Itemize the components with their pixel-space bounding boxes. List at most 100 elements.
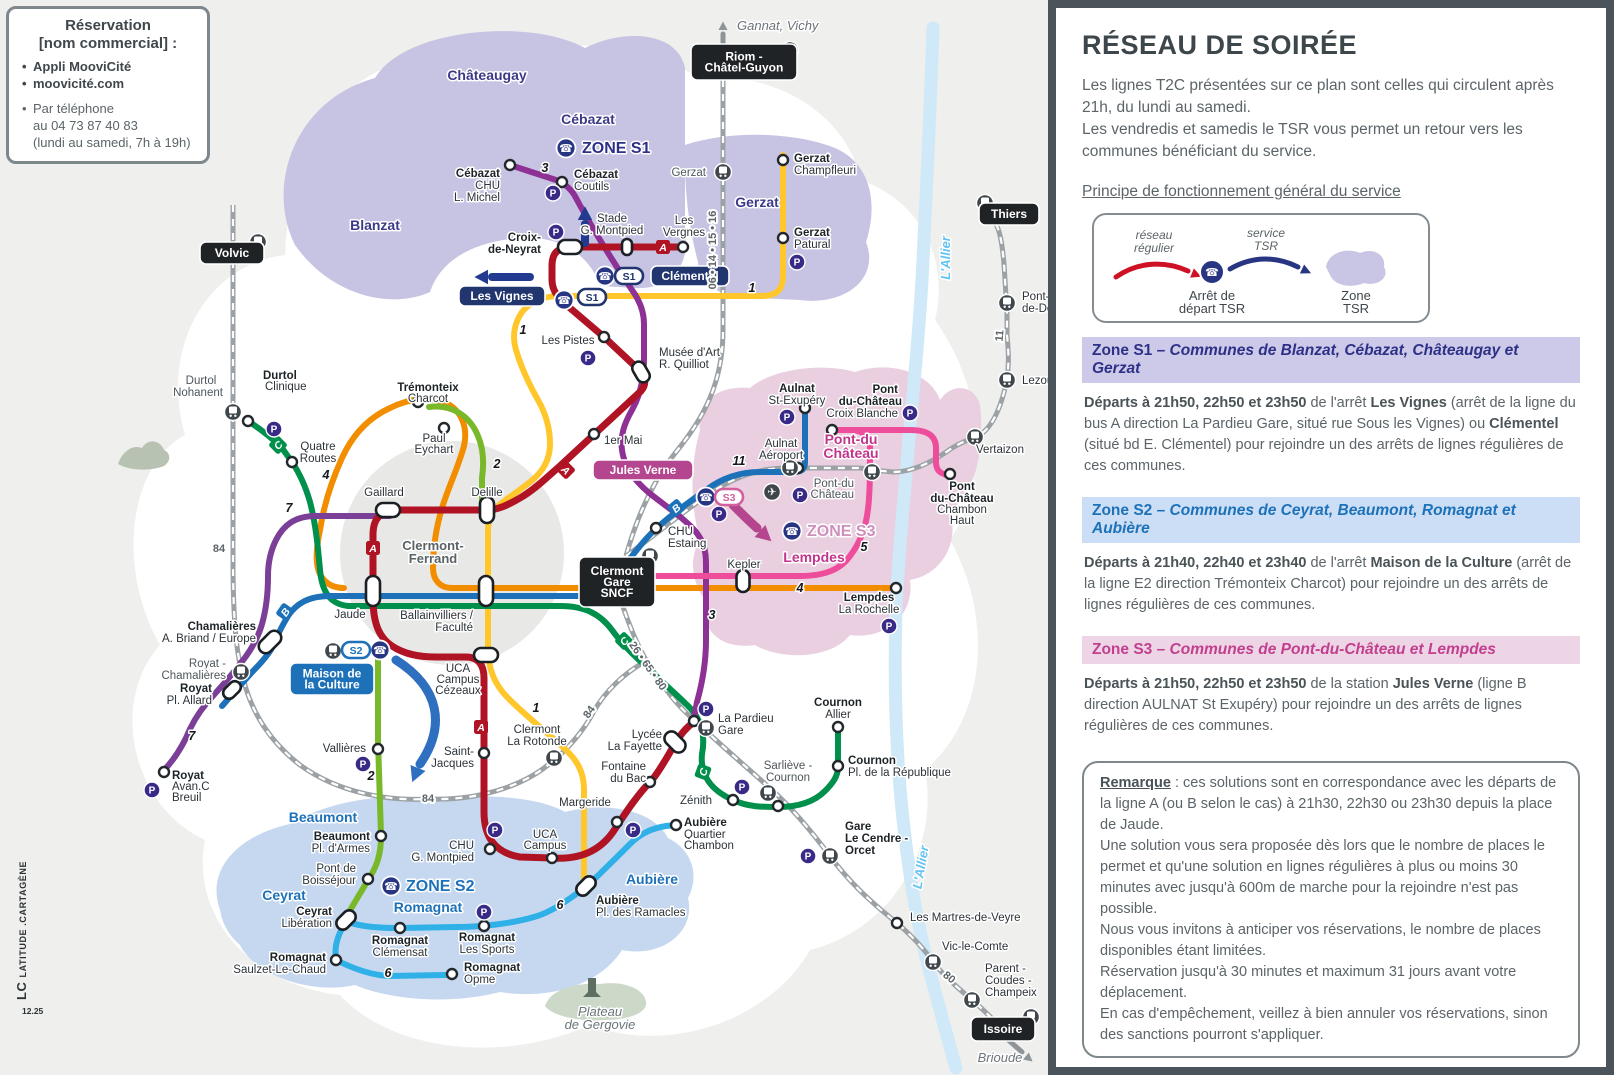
stop-marker bbox=[831, 759, 845, 773]
svg-text:TSR: TSR bbox=[1254, 239, 1278, 253]
park-and-ride-icon: P bbox=[788, 253, 806, 271]
stop-marker bbox=[477, 919, 491, 933]
direction-arrowhead bbox=[1023, 1052, 1033, 1062]
stop-marker bbox=[649, 521, 663, 535]
map-label: Pl. d'Armes bbox=[312, 843, 371, 855]
stop-marker bbox=[587, 427, 601, 441]
tsr-stop-badge-S1: S1 bbox=[576, 287, 608, 307]
map-label: 11 bbox=[733, 454, 746, 468]
stop-marker bbox=[555, 175, 569, 189]
map-label: CHU bbox=[668, 526, 693, 538]
stop-marker bbox=[890, 916, 904, 930]
map-label: Cézeaux bbox=[435, 685, 481, 697]
tsr-stop-badge-S2: S2 bbox=[340, 640, 372, 660]
svg-text:Thiers: Thiers bbox=[991, 207, 1027, 221]
svg-text:Les Vignes: Les Vignes bbox=[470, 289, 533, 303]
map-label: Gerzat bbox=[794, 227, 830, 239]
svg-text:SNCF: SNCF bbox=[601, 586, 634, 600]
svg-text:P: P bbox=[907, 409, 914, 420]
legend-zone-label: Zone bbox=[1341, 288, 1371, 303]
svg-text:Gare: Gare bbox=[603, 575, 631, 589]
map-label: Jaude bbox=[334, 609, 365, 621]
map-label: 3 bbox=[709, 608, 716, 622]
interchange-marker bbox=[630, 360, 652, 384]
map-label: Lempdes bbox=[844, 592, 895, 604]
svg-text:P: P bbox=[553, 228, 560, 239]
map-label: Cébazat bbox=[574, 169, 618, 181]
tsr-phone-icon: ☎ bbox=[594, 265, 616, 287]
map-label: 6 bbox=[557, 898, 565, 912]
map-label: La Rotonde bbox=[507, 736, 566, 748]
map-label: 6 bbox=[385, 966, 393, 980]
map-label: Romagnat bbox=[372, 935, 428, 947]
park-and-ride-icon: P bbox=[710, 505, 728, 523]
map-label: 2 bbox=[493, 457, 501, 471]
map-label: CHU bbox=[449, 840, 474, 852]
map-label: Ceyrat bbox=[262, 887, 306, 903]
svg-text:P: P bbox=[630, 826, 637, 837]
train-station-icon bbox=[323, 641, 343, 661]
line-badge-C: C bbox=[694, 763, 712, 781]
map-label: de-Neyrat bbox=[488, 244, 541, 256]
map-label: UCA bbox=[446, 663, 471, 675]
svg-text:P: P bbox=[794, 258, 801, 269]
svg-text:P: P bbox=[797, 491, 804, 502]
svg-text:✈: ✈ bbox=[767, 486, 776, 499]
map-label: Margeride bbox=[559, 797, 611, 809]
map-label: Haut bbox=[950, 515, 975, 527]
train-station-icon bbox=[923, 952, 943, 972]
map-label: 1 bbox=[533, 701, 540, 715]
stop-marker bbox=[285, 455, 299, 469]
map-label: Pl. des Ramacles bbox=[596, 907, 686, 919]
map-label: Clermont bbox=[514, 724, 561, 736]
train-station-icon bbox=[696, 718, 716, 738]
svg-text:P: P bbox=[360, 760, 367, 771]
train-station-icon bbox=[758, 783, 778, 803]
stop-marker bbox=[669, 818, 683, 832]
zone-s3-header: Zone S3 – Communes de Pont-du-Château et… bbox=[1082, 636, 1580, 665]
terrain-icon bbox=[583, 978, 601, 997]
train-station-icon bbox=[965, 427, 985, 447]
station-pill-thiers: Thiers bbox=[978, 202, 1040, 226]
map-label: Sarliève - bbox=[764, 760, 813, 772]
map-label: Champfleuri bbox=[794, 165, 856, 177]
map-label: 3 bbox=[542, 161, 549, 175]
stop-marker bbox=[889, 581, 903, 595]
map-label: Gerzat bbox=[735, 194, 779, 210]
stop-marker bbox=[329, 953, 343, 967]
park-and-ride-icon: P bbox=[901, 404, 919, 422]
reservation-title: Réservation [nom commercial] : bbox=[38, 17, 178, 52]
map-label: Romagnat bbox=[270, 952, 326, 964]
stop-marker bbox=[676, 240, 690, 254]
map-label: Durtol bbox=[186, 375, 217, 387]
tsr-legend: ☎ réseau régulier service TSR Arrêt de d… bbox=[1092, 213, 1430, 323]
map-label: Vic-le-Comte bbox=[942, 941, 1008, 953]
map-label: Pont bbox=[872, 384, 898, 396]
transit-line-3 bbox=[507, 162, 709, 721]
interchange-marker bbox=[221, 679, 243, 701]
map-label: Avan.C bbox=[172, 781, 210, 793]
map-label: Libération bbox=[281, 918, 332, 930]
svg-text:Châtel-Guyon: Châtel-Guyon bbox=[705, 61, 784, 75]
stop-marker bbox=[393, 921, 407, 935]
svg-text:A: A bbox=[368, 543, 377, 555]
svg-text:☎: ☎ bbox=[557, 294, 571, 307]
map-label: La Pardieu bbox=[718, 713, 774, 725]
line-badge-A: A bbox=[656, 240, 670, 254]
map-label: Brioude bbox=[978, 1050, 1023, 1065]
station-pill-issoire: Issoire bbox=[970, 1016, 1036, 1042]
park-and-ride-icon: P bbox=[579, 349, 597, 367]
credit-version: 12.25 bbox=[22, 1006, 44, 1016]
reservation-site[interactable]: moovicité.com bbox=[22, 76, 197, 93]
map-label: Gare bbox=[718, 725, 744, 737]
svg-text:☎: ☎ bbox=[598, 270, 612, 283]
intro-paragraph-1: Les lignes T2C présentées sur ce plan so… bbox=[1082, 77, 1554, 116]
stop-marker bbox=[374, 829, 388, 843]
map-label: de-Dore bbox=[1022, 303, 1048, 315]
station-pill-volvic: Volvic bbox=[199, 241, 265, 265]
map-label: Ferrand bbox=[409, 551, 457, 566]
map-label: Gannat, Vichy bbox=[737, 18, 820, 33]
stop-marker bbox=[411, 395, 425, 409]
map-label: Ceyrat bbox=[296, 906, 332, 918]
